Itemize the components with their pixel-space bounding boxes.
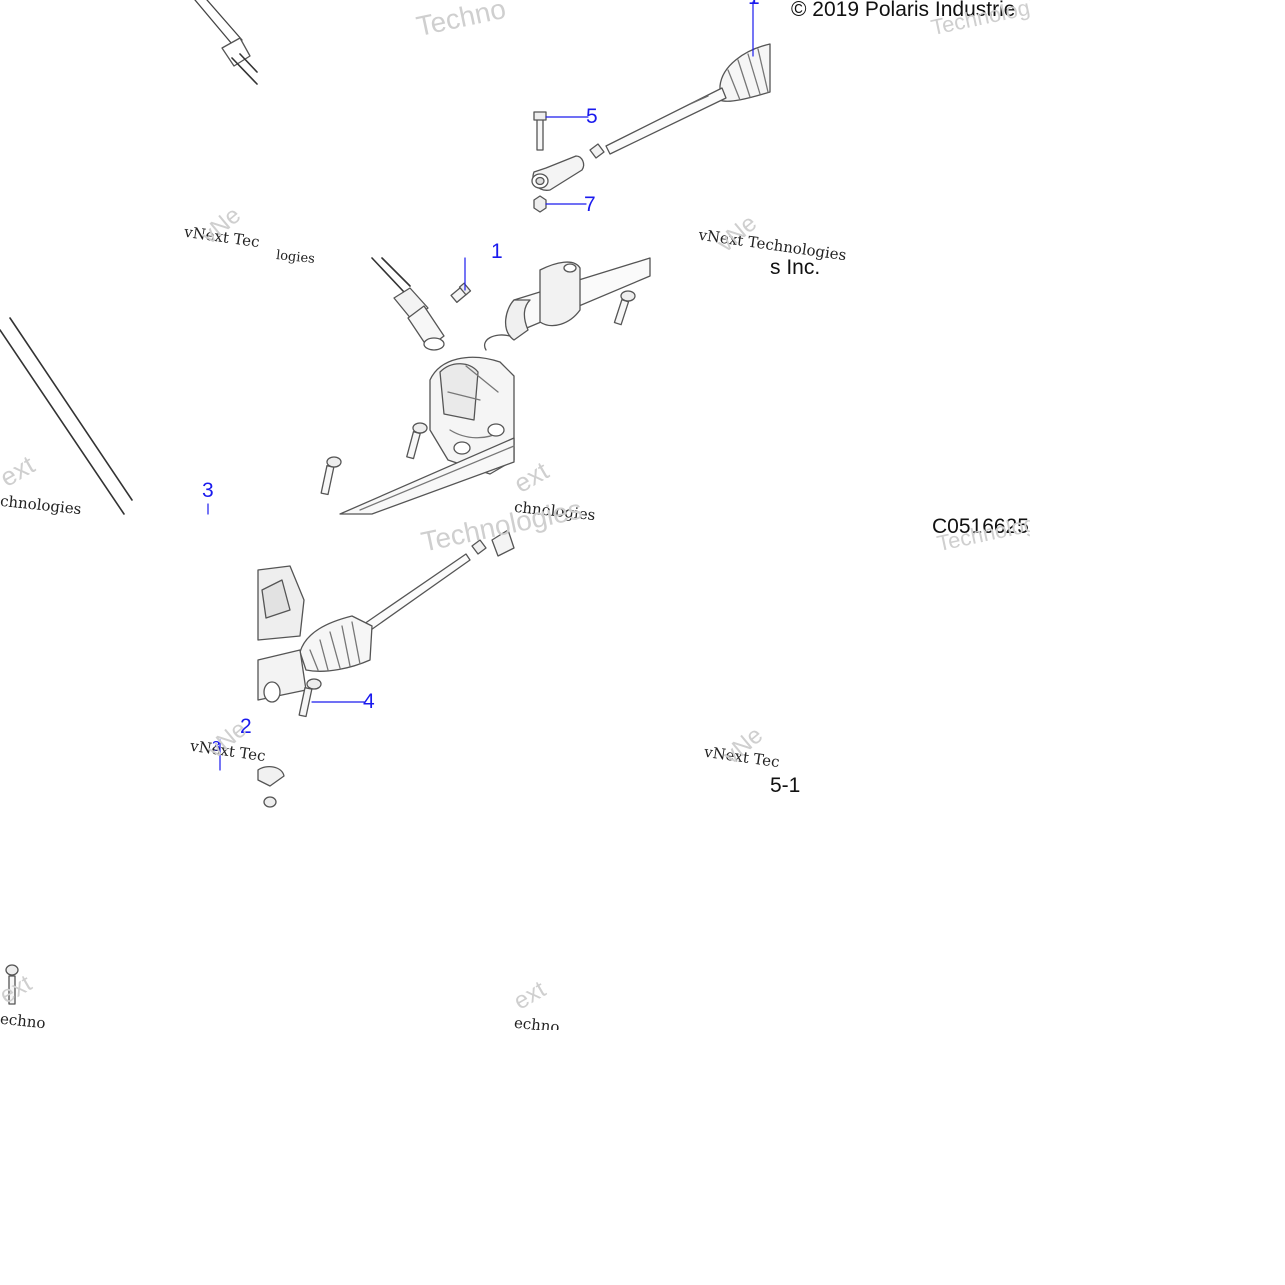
callout-1: 1 — [491, 240, 503, 263]
callout-5: 5 — [586, 105, 598, 128]
steering-shaft-upper — [194, 0, 258, 85]
drawing-code-fragment: 5-1 — [770, 774, 801, 797]
steering-shaft-lower — [371, 257, 445, 351]
mount-bolt-right — [613, 290, 636, 326]
bolt-fragment — [5, 964, 19, 1005]
blank-region — [258, 0, 508, 46]
callout-2: 2 — [240, 715, 252, 738]
callout-leaders — [207, 1, 754, 771]
callout-3: 3 — [202, 479, 214, 502]
pinch-bolt-1 — [450, 282, 472, 303]
tie-rod-assembly-lower — [257, 529, 515, 808]
copyright-fragment: s Inc. — [770, 256, 821, 279]
callout-4: 4 — [363, 690, 375, 713]
callout-1-top: 1 — [748, 0, 760, 10]
steering-shaft-long — [0, 317, 133, 515]
drawing-code: C0516625 — [932, 515, 1029, 538]
tie-rod-assembly-upper — [531, 43, 771, 213]
copyright-notice: © 2019 Polaris Industrie — [791, 0, 1016, 21]
callout-7: 7 — [584, 193, 596, 216]
mount-bolt-center — [406, 422, 428, 460]
callout-3-lower: 3 — [212, 738, 221, 755]
rack-housing — [339, 257, 651, 515]
mount-bolt-left — [320, 456, 342, 496]
mount-bolt-4 — [298, 678, 322, 718]
bottom-blank — [0, 1030, 1285, 1285]
